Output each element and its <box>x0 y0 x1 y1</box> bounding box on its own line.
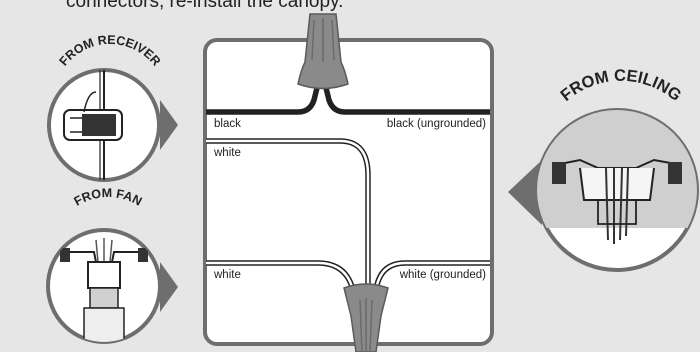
wire-nut-top <box>297 13 349 90</box>
fan-label: FROM FAN <box>72 186 145 209</box>
black-wire-right <box>322 83 490 115</box>
receiver-pointer <box>160 100 178 150</box>
fan-circle <box>46 228 162 344</box>
ceiling-circle <box>535 108 699 272</box>
black-wire-left <box>206 83 321 115</box>
receiver-circle <box>47 68 161 182</box>
label-white-right: white (grounded) <box>399 269 486 281</box>
label-black-right: black (ungrounded) <box>386 118 486 130</box>
wire-nut-bottom <box>343 283 389 352</box>
label-white-left-top: white <box>214 147 241 159</box>
fan-pointer <box>160 262 178 312</box>
ceiling-pointer <box>508 160 542 225</box>
junction-box-frame <box>203 38 494 346</box>
label-white-left-bottom: white <box>214 269 241 281</box>
instruction-caption: connectors, re-install the canopy. <box>66 0 344 12</box>
label-black-left: black <box>214 118 241 130</box>
ceiling-label: FROM CEILING <box>557 67 684 105</box>
receiver-label: FROM RECEIVER <box>57 33 164 69</box>
